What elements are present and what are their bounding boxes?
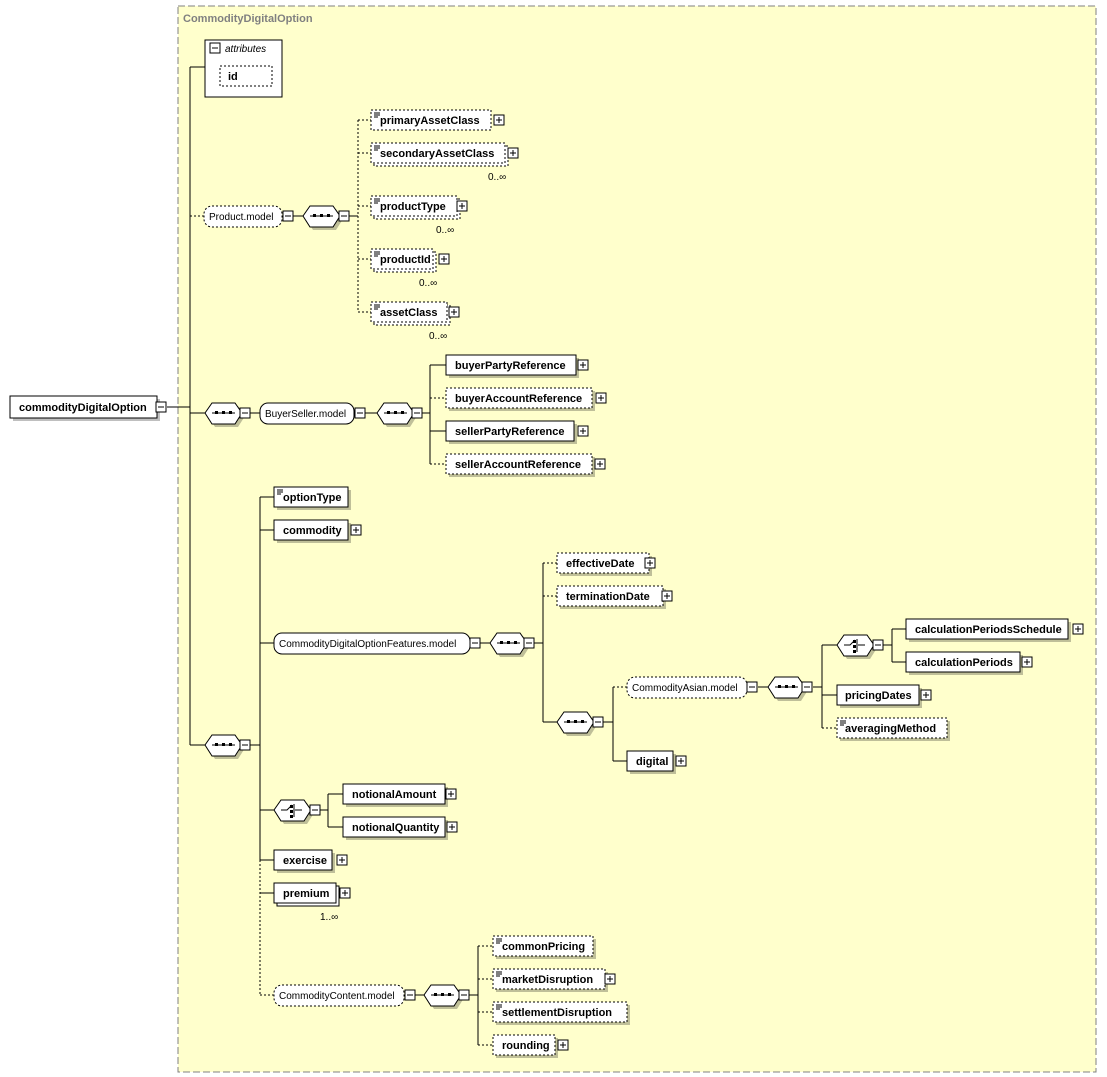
sequence-compositor[interactable] xyxy=(204,402,251,427)
choice-compositor[interactable] xyxy=(273,799,321,824)
element-buyerPartyReference[interactable]: buyerPartyReference xyxy=(445,354,589,378)
element-label: averagingMethod xyxy=(845,723,936,735)
group-content-model[interactable]: CommodityContent.model xyxy=(273,984,416,1007)
element-exercise[interactable]: exercise xyxy=(273,849,348,873)
element-buyerAccountReference[interactable]: buyerAccountReference xyxy=(445,387,607,411)
element-commodity[interactable]: commodity xyxy=(273,519,362,543)
sequence-compositor[interactable] xyxy=(302,205,350,230)
cardinality-label: 0..∞ xyxy=(488,172,506,183)
sequence-compositor[interactable] xyxy=(767,676,813,701)
sequence-compositor[interactable] xyxy=(204,734,251,759)
element-label: exercise xyxy=(283,855,327,867)
element-label: sellerAccountReference xyxy=(455,459,581,471)
group-buyerseller-model[interactable]: BuyerSeller.model xyxy=(259,402,366,425)
element-calculationPeriods[interactable]: calculationPeriods xyxy=(905,651,1033,675)
group-label: CommodityAsian.model xyxy=(632,683,738,694)
connector-lines xyxy=(167,66,906,1046)
attribute-id xyxy=(219,65,273,87)
element-primaryAssetClass[interactable]: primaryAssetClass xyxy=(370,109,505,131)
element-label: assetClass xyxy=(380,307,438,319)
element-label: productType xyxy=(380,201,446,213)
sequence-compositor[interactable] xyxy=(376,402,423,427)
frame-title: CommodityDigitalOption xyxy=(183,13,313,25)
element-sellerAccountReference[interactable]: sellerAccountReference xyxy=(445,453,606,477)
attribute-id-label: id xyxy=(228,71,238,83)
element-terminationDate[interactable]: terminationDate xyxy=(556,585,673,609)
group-label: Product.model xyxy=(209,212,273,223)
group-label: CommodityContent.model xyxy=(279,991,395,1002)
element-label: effectiveDate xyxy=(566,558,634,570)
element-optionType[interactable]: optionType xyxy=(273,486,351,510)
element-label: notionalAmount xyxy=(352,789,437,801)
element-label: secondaryAssetClass xyxy=(380,148,494,160)
element-label: productId xyxy=(380,254,431,266)
group-features-model[interactable]: CommodityDigitalOptionFeatures.model xyxy=(273,632,481,655)
sequence-compositor[interactable] xyxy=(423,984,470,1009)
element-label: buyerAccountReference xyxy=(455,393,582,405)
element-pricingDates[interactable]: pricingDates xyxy=(836,684,932,708)
element-label: marketDisruption xyxy=(502,974,593,986)
element-label: buyerPartyReference xyxy=(455,360,566,372)
group-asian-model[interactable]: CommodityAsian.model xyxy=(626,676,758,699)
cardinality-label: 0..∞ xyxy=(429,331,447,342)
sequence-compositor[interactable] xyxy=(489,632,535,657)
element-label: calculationPeriods xyxy=(915,657,1013,669)
element-label: notionalQuantity xyxy=(352,822,440,834)
element-marketDisruption[interactable]: marketDisruption xyxy=(492,968,616,992)
element-secondaryAssetClass[interactable]: secondaryAssetClass 0..∞ xyxy=(370,142,519,183)
root-label: commodityDigitalOption xyxy=(19,402,147,414)
cardinality-label: 1..∞ xyxy=(320,912,338,923)
root-element-commodityDigitalOption[interactable]: commodityDigitalOption xyxy=(9,395,160,421)
sequence-compositor[interactable] xyxy=(556,711,604,736)
element-label: pricingDates xyxy=(845,690,912,702)
element-rounding[interactable]: rounding xyxy=(492,1034,569,1058)
element-label: optionType xyxy=(283,492,341,504)
cardinality-label: 0..∞ xyxy=(436,225,454,236)
element-label: calculationPeriodsSchedule xyxy=(915,624,1062,636)
element-notionalQuantity[interactable]: notionalQuantity xyxy=(342,816,458,840)
element-label: primaryAssetClass xyxy=(380,115,480,127)
element-calculationPeriodsSchedule[interactable]: calculationPeriodsSchedule xyxy=(905,618,1084,642)
attributes-panel: attributes id xyxy=(204,39,283,98)
element-commonPricing[interactable]: commonPricing xyxy=(492,935,596,959)
element-settlementDisruption[interactable]: settlementDisruption xyxy=(492,1001,630,1025)
element-label: sellerPartyReference xyxy=(455,426,564,438)
group-product-model[interactable]: Product.model xyxy=(203,205,294,228)
element-productType[interactable]: productType 0..∞ xyxy=(370,195,468,236)
element-label: rounding xyxy=(502,1040,550,1052)
element-assetClass[interactable]: assetClass 0..∞ xyxy=(370,301,460,342)
element-notionalAmount[interactable]: notionalAmount xyxy=(342,783,457,807)
element-effectiveDate[interactable]: effectiveDate xyxy=(556,552,656,576)
element-label: premium xyxy=(283,888,330,900)
element-label: commonPricing xyxy=(502,941,585,953)
element-sellerPartyReference[interactable]: sellerPartyReference xyxy=(445,420,589,444)
element-label: terminationDate xyxy=(566,591,650,603)
attributes-label: attributes xyxy=(225,44,266,55)
element-premium[interactable]: premium 1..∞ xyxy=(273,882,351,923)
element-label: settlementDisruption xyxy=(502,1007,612,1019)
element-label: commodity xyxy=(283,525,343,537)
group-label: CommodityDigitalOptionFeatures.model xyxy=(279,639,456,650)
cardinality-label: 0..∞ xyxy=(419,278,437,289)
element-averagingMethod[interactable]: averagingMethod xyxy=(836,717,950,741)
group-label: BuyerSeller.model xyxy=(265,409,346,420)
collapse-icon[interactable] xyxy=(155,401,167,413)
element-label: digital xyxy=(636,756,668,768)
choice-compositor[interactable] xyxy=(836,634,884,659)
element-digital[interactable]: digital xyxy=(626,750,687,774)
element-productId[interactable]: productId 0..∞ xyxy=(370,248,450,289)
